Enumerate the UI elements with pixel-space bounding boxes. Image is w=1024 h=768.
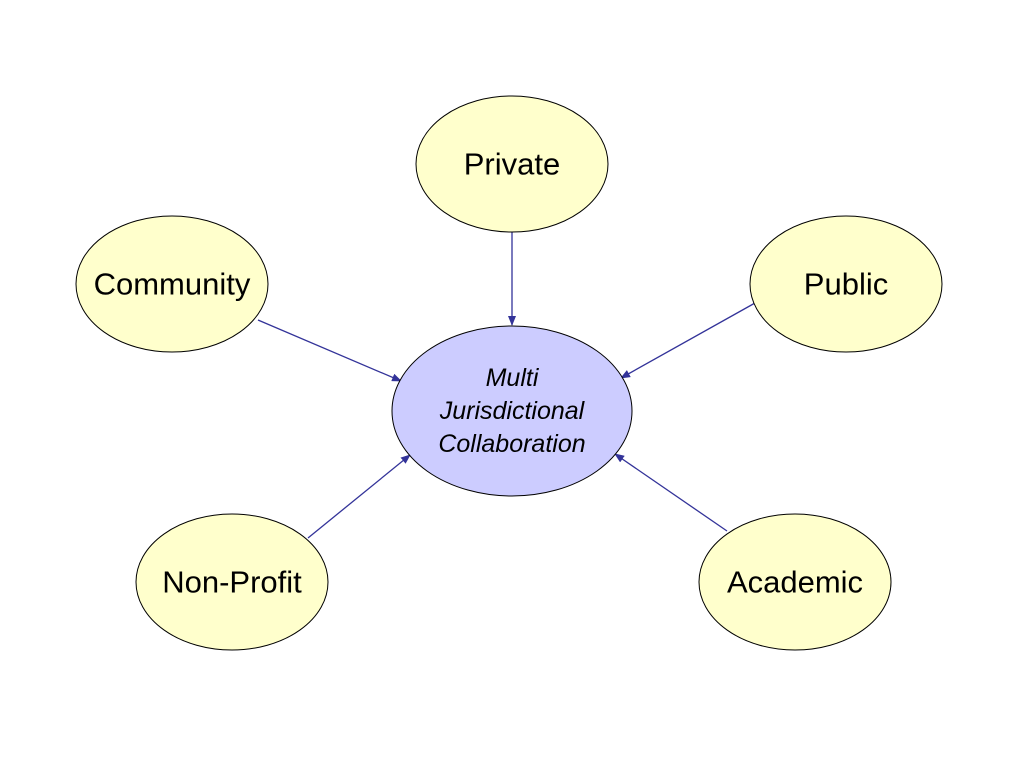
center-label-line-1: Multi (486, 364, 540, 392)
node-private: Private (415, 95, 609, 233)
node-community: Community (75, 215, 269, 353)
center-label-line-2: Jurisdictional (439, 397, 586, 425)
node-label-academic: Academic (727, 565, 863, 600)
arrow-community-to-center (257, 319, 402, 382)
node-label-non-profit: Non-Profit (162, 565, 302, 600)
node-non-profit: Non-Profit (135, 513, 329, 651)
arrow-public-to-center (620, 302, 756, 379)
node-label-community: Community (94, 267, 251, 302)
connectors (257, 232, 756, 539)
center-label-line-3: Collaboration (438, 430, 585, 458)
node-label-private: Private (464, 147, 560, 182)
node-academic: Academic (698, 513, 892, 651)
arrow-non-profit-to-center (307, 454, 411, 539)
node-label-public: Public (804, 267, 888, 302)
node-public: Public (749, 215, 943, 353)
node-center: Multi Jurisdictional Collaboration (391, 325, 633, 497)
arrow-academic-to-center (614, 453, 728, 532)
